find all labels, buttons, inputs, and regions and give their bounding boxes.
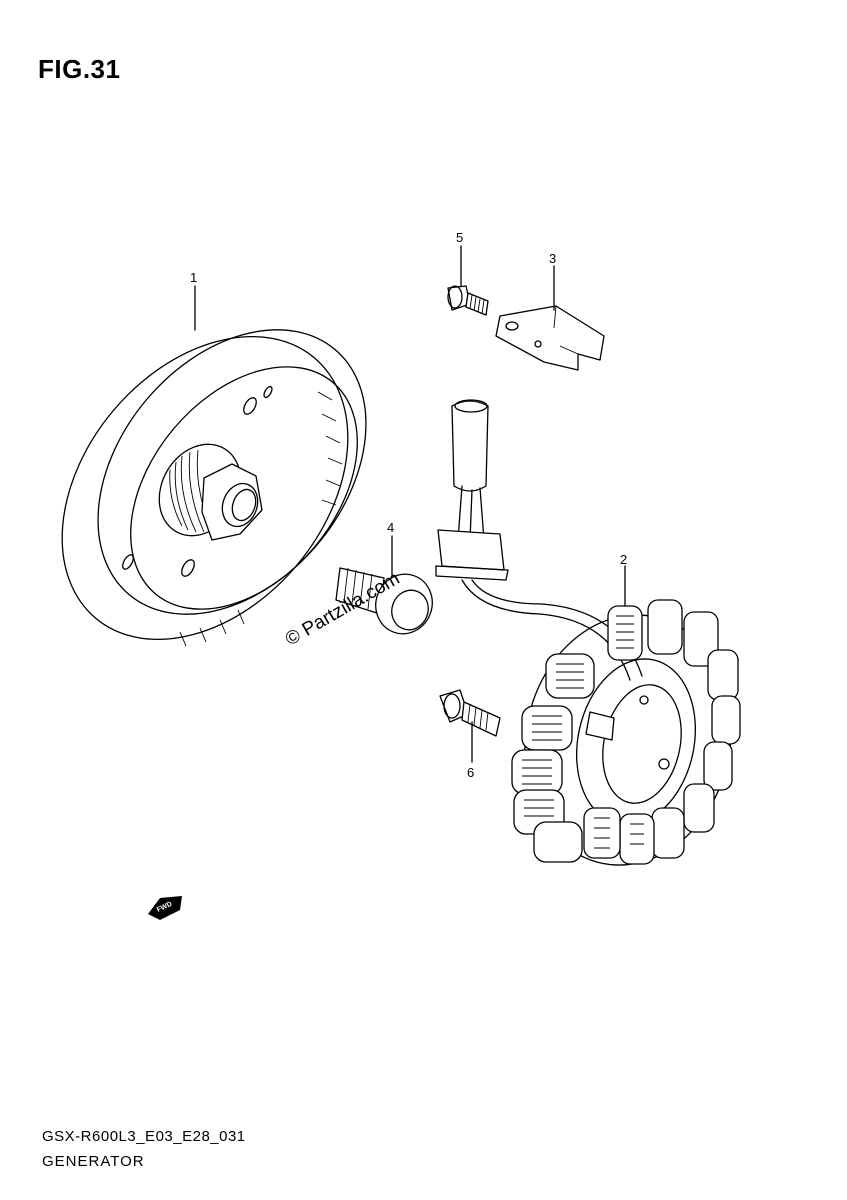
figure-title: FIG.31 (38, 54, 121, 84)
callout-numbers: 1 2 3 4 5 6 (190, 230, 627, 780)
figure-code: GSX-R600L3_E03_E28_031 (42, 1128, 246, 1145)
bolt-part-4[interactable] (335, 566, 441, 642)
callout-3[interactable]: 3 (549, 251, 556, 266)
leader-lines (194, 245, 626, 763)
screw-part[interactable] (447, 285, 489, 316)
rotor-part[interactable] (4, 277, 421, 695)
callout-1[interactable]: 1 (190, 270, 197, 285)
clamp-part[interactable] (495, 305, 605, 371)
callout-2[interactable]: 2 (620, 552, 627, 567)
callout-6[interactable]: 6 (467, 765, 474, 780)
forward-direction-icon: FWD (148, 896, 182, 920)
bolt-part-6[interactable] (439, 689, 501, 737)
stator-part[interactable] (435, 399, 754, 884)
callout-4[interactable]: 4 (387, 520, 394, 535)
callout-5[interactable]: 5 (456, 230, 463, 245)
figure-name: GENERATOR (42, 1153, 145, 1170)
